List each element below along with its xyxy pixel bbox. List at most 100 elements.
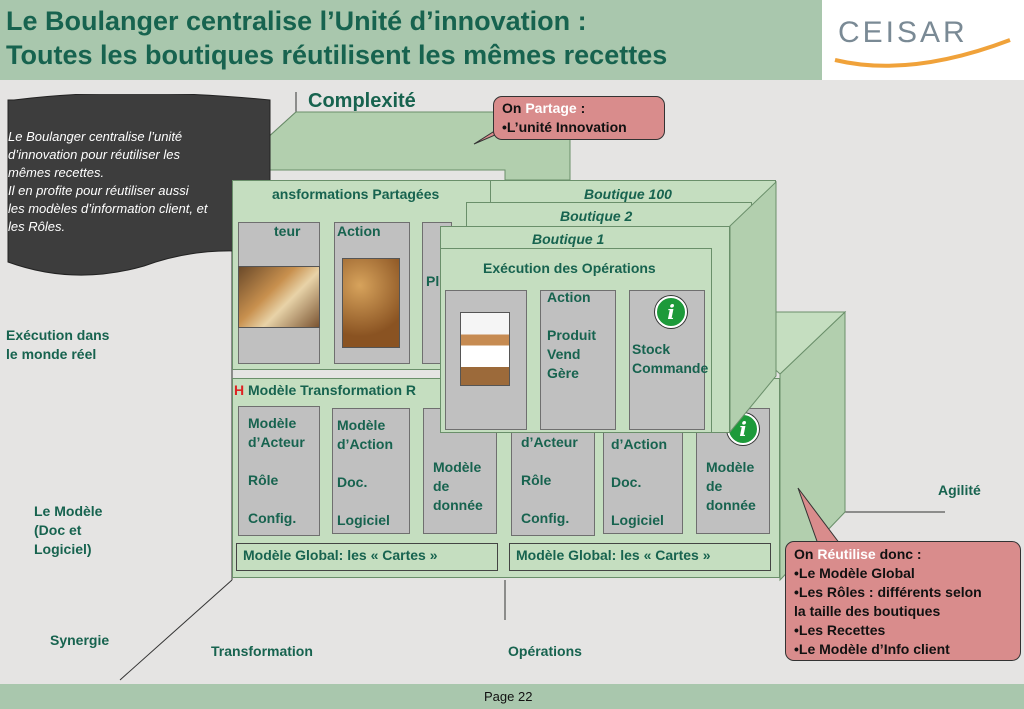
model-action-box bbox=[332, 408, 410, 534]
callout-on: On bbox=[502, 100, 522, 116]
callout-reutilise-item: la taille des boutiques bbox=[794, 603, 941, 619]
axis-modele-line: (Doc et bbox=[34, 522, 82, 538]
title-line-2: Toutes les boutiques réutilisent les mêm… bbox=[6, 40, 668, 70]
page-number: Page 22 bbox=[484, 689, 533, 704]
model-donnee-line: donnée bbox=[433, 497, 483, 513]
model-donnee-line: de bbox=[706, 478, 723, 494]
transform-acteur-label: teur bbox=[274, 223, 301, 239]
axis-synergie: Synergie bbox=[50, 632, 110, 648]
callout-keyword: Partage bbox=[525, 100, 577, 116]
model-action-line: Modèle bbox=[337, 417, 386, 433]
boutique-2-label: Boutique 2 bbox=[560, 208, 633, 224]
callout-colon: : bbox=[580, 100, 586, 116]
model-donnee-line: donnée bbox=[706, 497, 756, 513]
footer-bar bbox=[0, 684, 1024, 709]
axis-agilite: Agilité bbox=[938, 482, 981, 498]
boutique-3d-side bbox=[729, 180, 777, 434]
banner-line: Le Boulanger centralise l’unité bbox=[8, 129, 183, 144]
logo-area bbox=[822, 0, 1024, 80]
bread-photo bbox=[342, 258, 400, 348]
transform-pl-label: Pl bbox=[426, 273, 440, 289]
model-action-text-right: d’Action Doc. Logiciel bbox=[611, 435, 667, 530]
model-acteur-line: Rôle bbox=[248, 472, 279, 488]
model-acteur-line: Modèle bbox=[248, 415, 297, 431]
callout-keyword: Réutilise bbox=[817, 546, 876, 562]
axis-modele: Le Modèle (Doc et Logiciel) bbox=[34, 502, 102, 559]
execution-panel-title: Exécution des Opérations bbox=[483, 260, 656, 276]
callout-partage: On Partage : •L’unité Innovation bbox=[493, 96, 665, 140]
model-acteur-line: d’Acteur bbox=[248, 434, 305, 450]
callout-partage-header: On Partage : bbox=[502, 99, 656, 118]
model-title-text: Modèle Transformation R bbox=[248, 382, 417, 398]
model-global-left: Modèle Global: les « Cartes » bbox=[236, 543, 498, 571]
axis-execution-line: Exécution dans bbox=[6, 327, 110, 343]
execution-action-text: Action Produit Vend Gère bbox=[547, 288, 596, 383]
model-action-line: Doc. bbox=[337, 474, 368, 490]
model-global-right: Modèle Global: les « Cartes » bbox=[509, 543, 771, 571]
model-acteur-text-right: d’Acteur Rôle Config. bbox=[521, 433, 578, 528]
axis-modele-line: Le Modèle bbox=[34, 503, 103, 519]
model-h-marker: H bbox=[234, 382, 245, 398]
axis-execution-line: le monde réel bbox=[6, 346, 97, 362]
model-acteur-line: Config. bbox=[521, 510, 570, 526]
model-acteur-line: d’Acteur bbox=[521, 434, 578, 450]
model-donnee-text-right: Modèle de donnée bbox=[706, 458, 756, 515]
axis-execution: Exécution dans le monde réel bbox=[6, 326, 109, 364]
callout-reutilise-item: •Le Modèle Global bbox=[794, 565, 915, 581]
model-acteur-text: Modèle d’Acteur Rôle Config. bbox=[248, 414, 305, 528]
logo-swoosh bbox=[834, 38, 1011, 68]
model-action-line: Logiciel bbox=[611, 512, 664, 528]
execution-action-line: Produit bbox=[547, 327, 596, 343]
info-icon: i bbox=[655, 296, 687, 328]
execution-action-box bbox=[540, 290, 616, 430]
axis-transformation: Transformation bbox=[211, 643, 313, 659]
model-panel-title: H Modèle Transformation R bbox=[234, 382, 416, 398]
axis-complexite: Complexité bbox=[308, 90, 416, 112]
model-donnee-line: Modèle bbox=[433, 459, 482, 475]
execution-stock-line: Commande bbox=[632, 360, 709, 376]
banner-line: Il en profite pour réutiliser aussi bbox=[8, 183, 189, 198]
ceisar-logo: CEISAR bbox=[838, 16, 968, 49]
title-line-1: Le Boulanger centralise l’Unité d’innova… bbox=[6, 6, 587, 36]
model-action-line: Logiciel bbox=[337, 512, 390, 528]
boutique-100-label: Boutique 100 bbox=[584, 186, 672, 202]
chef-photo bbox=[460, 312, 510, 386]
page-title: Le Boulanger centralise l’Unité d’innova… bbox=[6, 4, 821, 72]
transform-panel-title: ansformations Partagées bbox=[272, 186, 440, 202]
execution-action-line: Gère bbox=[547, 365, 579, 381]
banner-line: les Rôles. bbox=[8, 219, 66, 234]
execution-action-line: Action bbox=[547, 289, 591, 305]
callout-reutilise-item: •Le Modèle d’Info client bbox=[794, 641, 950, 657]
callout-on: On bbox=[794, 546, 814, 562]
boutique-1-label: Boutique 1 bbox=[532, 231, 605, 247]
model-donnee-line: Modèle bbox=[706, 459, 755, 475]
banner-text: Le Boulanger centralise l’unité d’innova… bbox=[8, 128, 278, 236]
callout-donc: donc : bbox=[879, 546, 922, 562]
title-bar bbox=[0, 0, 822, 80]
model-acteur-line: Rôle bbox=[521, 472, 552, 488]
banner-line: d’innovation pour réutiliser les bbox=[8, 147, 180, 162]
execution-action-line: Vend bbox=[547, 346, 581, 362]
execution-stock-line: Stock bbox=[632, 341, 671, 357]
model-action-line: d’Action bbox=[611, 436, 667, 452]
model-action-line: d’Action bbox=[337, 436, 393, 452]
callout-reutilise-item: •Les Recettes bbox=[794, 622, 886, 638]
callout-reutilise: On Réutilise donc : •Le Modèle Global •L… bbox=[785, 541, 1021, 661]
execution-stock-text: Stock Commande bbox=[632, 340, 708, 378]
model-donnee-text: Modèle de donnée bbox=[433, 458, 483, 515]
callout-reutilise-item: •Les Rôles : différents selon bbox=[794, 584, 982, 600]
transform-action-label: Action bbox=[337, 223, 381, 239]
banner-line: mêmes recettes. bbox=[8, 165, 105, 180]
model-action-text: Modèle d’Action Doc. Logiciel bbox=[337, 416, 393, 530]
axis-modele-line: Logiciel) bbox=[34, 541, 92, 557]
banner-line: les modèles d’information client, et bbox=[8, 201, 208, 216]
model-action-line: Doc. bbox=[611, 474, 642, 490]
model-acteur-line: Config. bbox=[248, 510, 297, 526]
banner-shape bbox=[7, 94, 271, 276]
baker-photo bbox=[238, 266, 320, 328]
axis-operations: Opérations bbox=[508, 643, 582, 659]
model-donnee-line: de bbox=[433, 478, 450, 494]
model-acteur-box bbox=[238, 406, 320, 536]
callout-reutilise-header: On Réutilise donc : bbox=[794, 545, 1012, 564]
callout-partage-item: •L’unité Innovation bbox=[502, 119, 627, 135]
